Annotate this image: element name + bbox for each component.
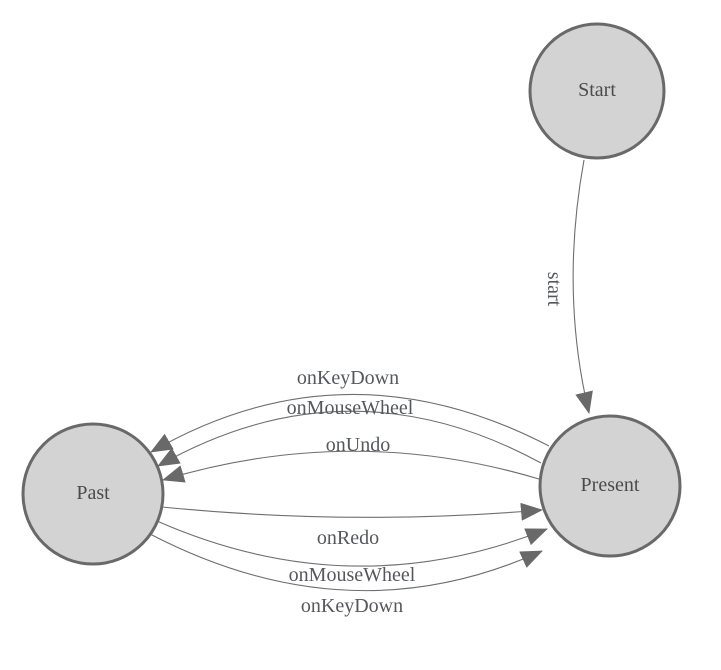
node-start-circle: [528, 22, 666, 160]
edge-start-to-present: [572, 159, 593, 414]
node-past-label: Past: [76, 482, 110, 504]
node-past: Past: [21, 422, 165, 566]
edge-label-onundo: onUndo: [326, 434, 390, 456]
node-present-label: Present: [581, 474, 640, 496]
edge-past-to-present-onredo: [161, 502, 543, 521]
edge-past-to-present-onmousewheel: [156, 520, 548, 567]
edge-label-onkeydown-upper: onKeyDown: [297, 367, 399, 389]
edge-present-to-past-onmousewheel: [157, 410, 542, 467]
edge-label-onredo: onRedo: [317, 527, 379, 549]
node-start: Start: [528, 22, 666, 160]
edge-past-to-present-onkeydown: [149, 533, 543, 592]
edge-label-group: start onKeyDown onMouseWheel onUndo onRe…: [287, 272, 565, 617]
edge-label-start: start: [543, 272, 565, 307]
node-start-label: Start: [578, 79, 616, 101]
node-past-circle: [21, 422, 165, 566]
edge-present-to-past-onundo: [162, 450, 540, 483]
edge-label-onmousewheel-upper: onMouseWheel: [287, 397, 414, 419]
node-present: Present: [538, 414, 682, 558]
edge-group: [149, 159, 593, 592]
edge-label-onmousewheel-lower: onMouseWheel: [289, 564, 416, 586]
edge-label-onkeydown-lower: onKeyDown: [301, 595, 403, 617]
edge-present-to-past-onkeydown: [150, 393, 550, 453]
node-present-circle: [538, 414, 682, 558]
